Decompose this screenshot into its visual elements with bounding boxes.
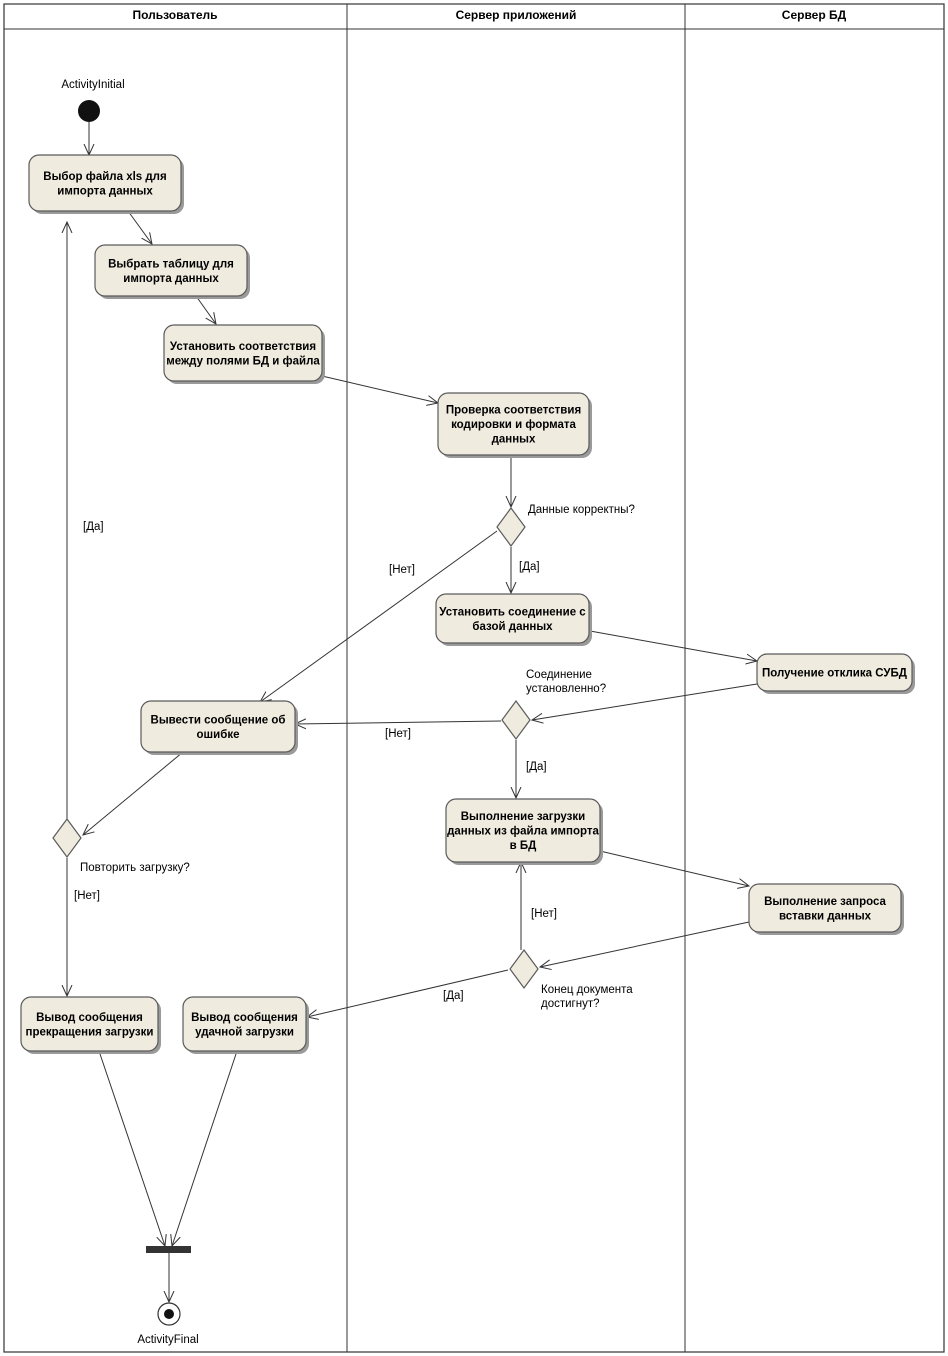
action-label: Проверка соответствия — [446, 405, 581, 417]
action-label: данных из файла импорта — [447, 826, 599, 838]
action-box — [437, 392, 590, 456]
action-label: Вывод сообщения — [36, 1012, 143, 1024]
action-label: базой данных — [472, 621, 553, 633]
lane-title-db-server: Сервер БД — [782, 8, 847, 22]
action-label: Выполнение загрузки — [461, 811, 585, 823]
decision-retry-load: Повторить загрузку? — [52, 817, 190, 874]
decision-nodes: Данные корректны? Соединение установленно?… — [52, 504, 635, 1010]
edge-a9-to-d4 — [540, 921, 750, 967]
edges — [67, 122, 757, 1302]
action-insert-query: Выполнение запроса вставки данных — [748, 883, 904, 935]
action-label: Выполнение запроса — [764, 896, 886, 908]
decision-diamond — [501, 699, 531, 741]
final-node-label: ActivityFinal — [137, 1334, 198, 1346]
action-label: прекращения загрузки — [26, 1026, 154, 1038]
action-label: Установить соединение с — [439, 606, 586, 618]
action-label: импорта данных — [57, 185, 153, 197]
edge-a3-to-a4 — [321, 375, 438, 403]
edge-d4-to-a11 — [307, 969, 509, 1017]
action-label: Установить соответствия — [170, 341, 316, 353]
decision-label: Конец документа — [541, 984, 633, 996]
decision-diamond — [52, 817, 82, 859]
edge-a11-to-join — [172, 1050, 238, 1246]
decision-label: Повторить загрузку? — [80, 862, 190, 874]
action-box — [94, 244, 248, 297]
lane-title-app-server: Сервер приложений — [456, 8, 577, 22]
action-label: импорта данных — [123, 273, 219, 285]
action-box — [182, 996, 307, 1052]
decision-end-of-document: Конец документа достигнут? — [509, 948, 633, 1010]
guard-d2-no: [Нет] — [385, 728, 411, 740]
initial-node-label: ActivityInitial — [61, 79, 124, 91]
guard-d4-yes: [Да] — [443, 990, 464, 1002]
action-dbms-response: Получение отклика СУБД — [756, 653, 915, 694]
final-node — [157, 1302, 181, 1326]
decision-label: установленно? — [526, 683, 606, 695]
edge-a8-to-a9 — [599, 850, 749, 886]
edge-a7-to-d3 — [83, 751, 184, 835]
action-abort-message: Вывод сообщения прекращения загрузки — [20, 996, 161, 1054]
action-label: в БД — [510, 840, 537, 852]
action-show-error: Вывести сообщение об ошибке — [140, 700, 298, 755]
swimlanes: Пользователь Сервер приложений Сервер БД — [3, 3, 945, 1353]
action-select-table: Выбрать таблицу для импорта данных — [94, 244, 250, 299]
guards: [Да] [Нет] [Нет] [Да] [Да] [Нет] [Нет] [… — [74, 521, 557, 1002]
action-label: Выбор файла xls для — [43, 171, 166, 183]
action-label: данных — [492, 434, 536, 446]
action-label: вставки данных — [779, 910, 872, 922]
action-label: удачной загрузки — [195, 1026, 294, 1038]
edge-d2-to-a7 — [295, 721, 502, 724]
edge-a10-to-join — [98, 1050, 165, 1246]
edge-a1-to-a2 — [127, 210, 152, 244]
guard-d3-yes: [Да] — [83, 521, 104, 533]
action-label: между полями БД и файла — [166, 355, 320, 367]
action-box — [163, 324, 323, 382]
action-box — [28, 154, 182, 212]
action-box — [140, 700, 296, 753]
edge-a2-to-a3 — [195, 295, 216, 324]
action-map-fields: Установить соответствия между полями БД и… — [163, 324, 325, 384]
guard-d1-no: [Нет] — [389, 564, 415, 576]
edge-d1-to-a7 — [260, 530, 498, 702]
decision-diamond — [496, 506, 526, 548]
decision-data-correct: Данные корректны? — [496, 504, 635, 548]
edge-a6-to-d2 — [532, 683, 758, 720]
guard-d1-yes: [Да] — [519, 561, 540, 573]
action-label: Вывод сообщения — [191, 1012, 298, 1024]
action-box — [756, 653, 913, 692]
action-label: ошибке — [197, 729, 240, 741]
initial-node — [78, 100, 100, 122]
action-label: Выбрать таблицу для — [108, 258, 234, 270]
action-box — [445, 798, 601, 863]
action-box — [435, 593, 590, 644]
decision-label: Соединение — [526, 669, 592, 681]
action-check-encoding-format: Проверка соответствия кодировки и формата… — [437, 392, 592, 458]
action-connect-database: Установить соединение с базой данных — [435, 593, 592, 646]
guard-d2-yes: [Да] — [526, 761, 547, 773]
action-load-data: Выполнение загрузки данных из файла импор… — [445, 798, 603, 865]
action-box — [748, 883, 902, 933]
decision-label: достигнут? — [541, 998, 600, 1010]
guard-d4-no: [Нет] — [531, 908, 557, 920]
join-bar — [146, 1246, 191, 1253]
decision-connection-established: Соединение установленно? — [501, 669, 606, 741]
lane-title-user: Пользователь — [132, 8, 217, 22]
edge-a5-to-a6 — [589, 630, 757, 661]
decision-label: Данные корректны? — [528, 504, 635, 516]
decision-diamond — [509, 948, 539, 990]
action-success-message: Вывод сообщения удачной загрузки — [182, 996, 309, 1054]
action-label: Вывести сообщение об — [151, 714, 286, 726]
action-label: кодировки и формата — [451, 419, 576, 431]
action-label: Получение отклика СУБД — [762, 668, 907, 680]
guard-d3-no: [Нет] — [74, 890, 100, 902]
action-select-xls-file: Выбор файла xls для импорта данных — [28, 154, 184, 214]
action-box — [20, 996, 159, 1052]
